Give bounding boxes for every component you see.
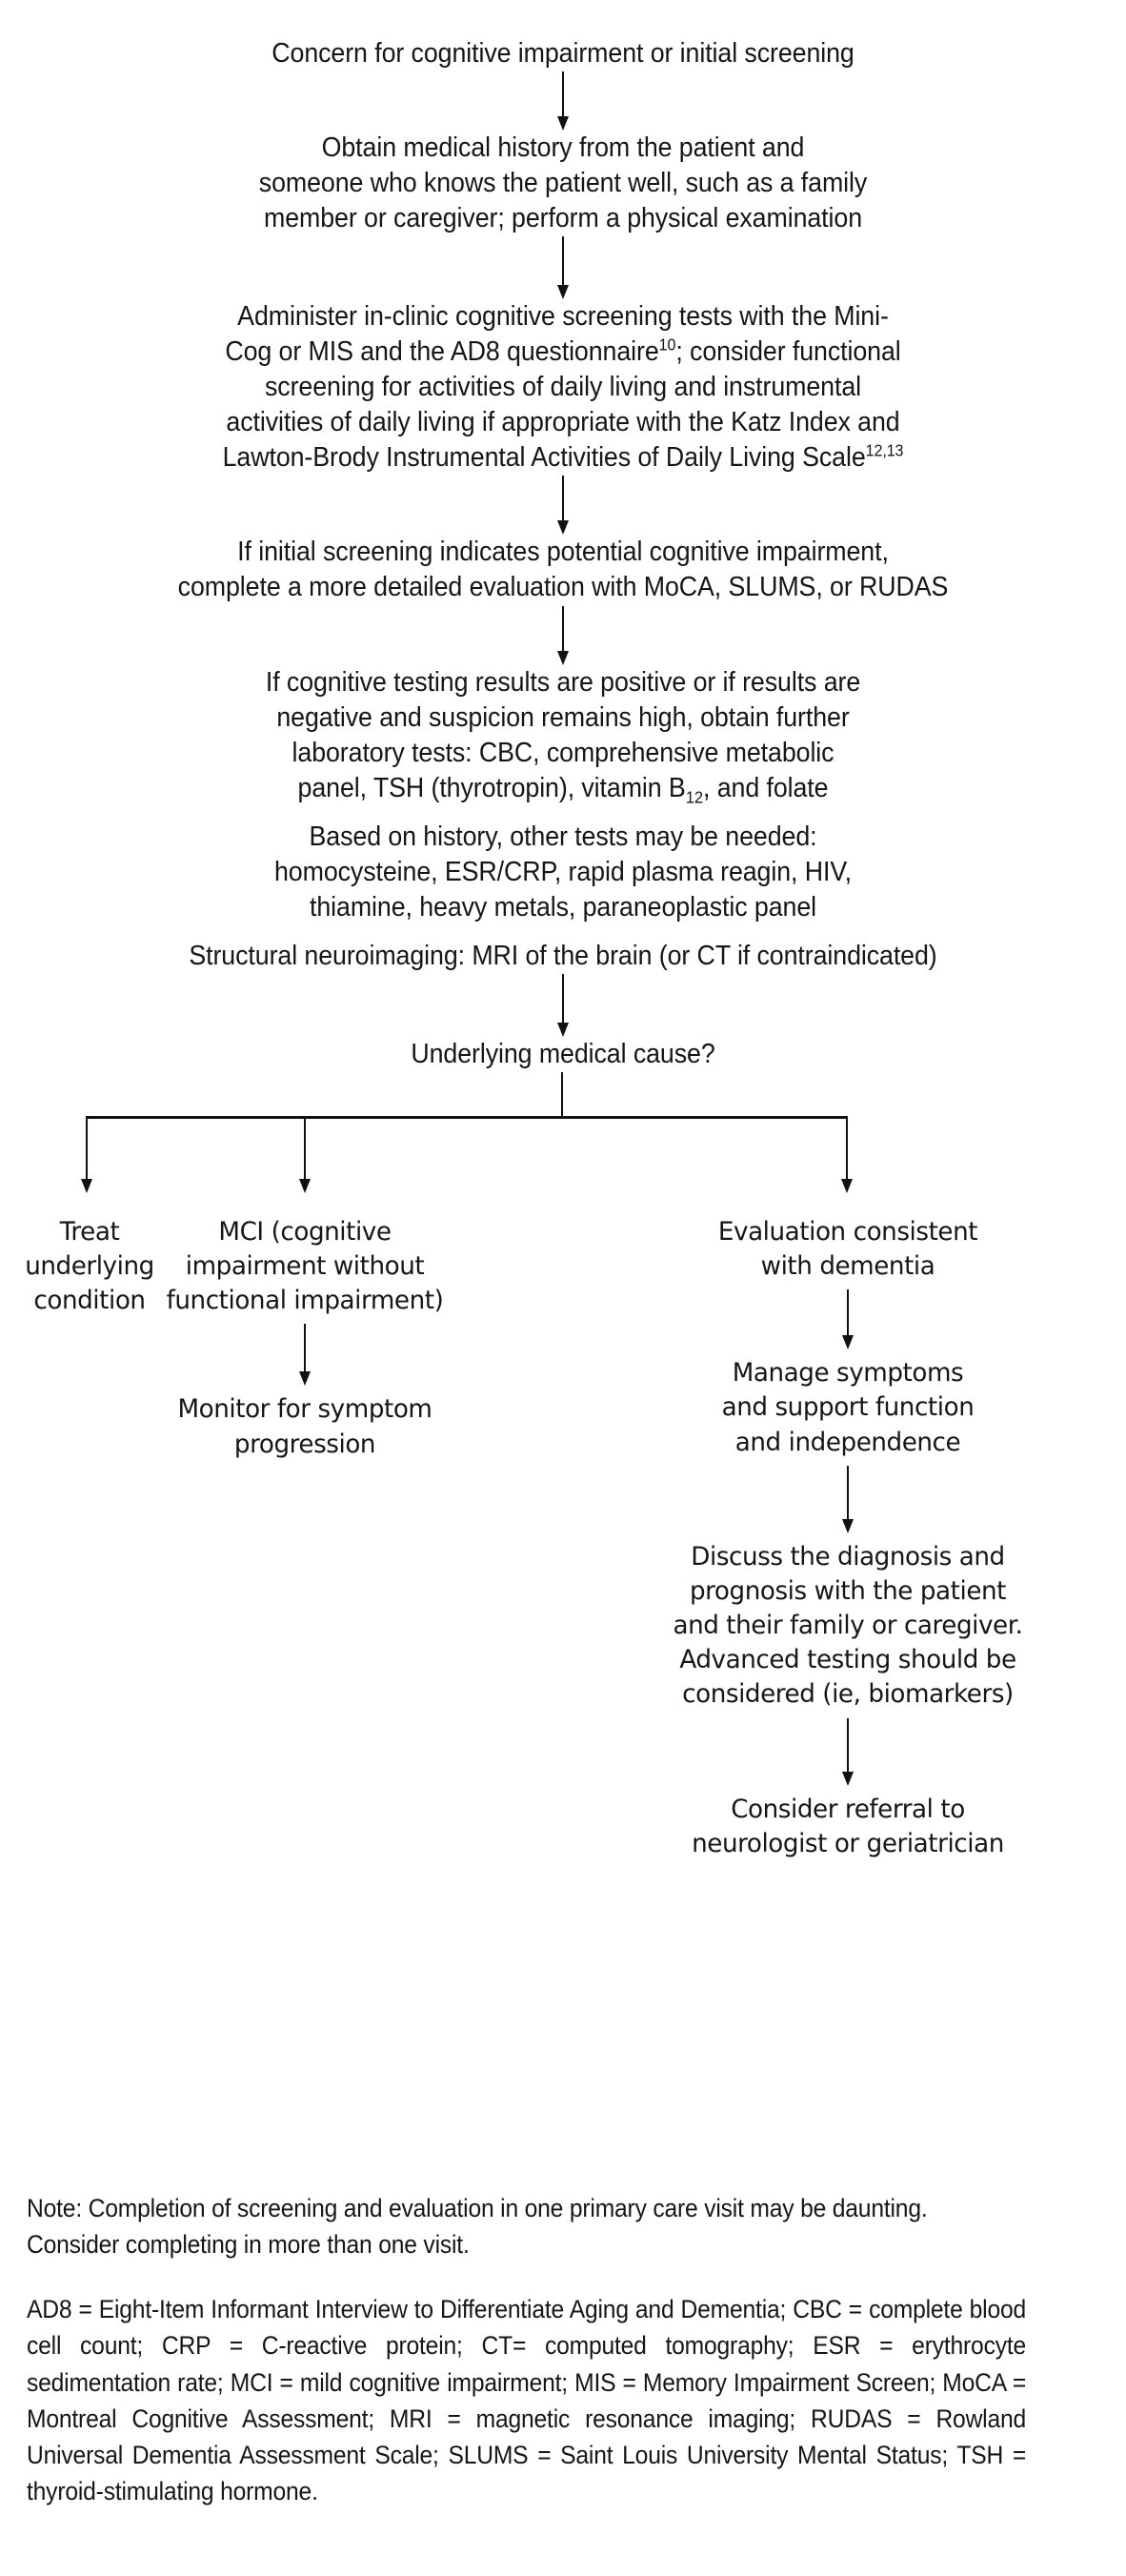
node-discuss-line-3: Advanced testing should be: [679, 1645, 1016, 1675]
connector-manage-to-discuss: [633, 1460, 1063, 1540]
node-labs-line-2: laboratory tests: CBC, comprehensive met…: [292, 737, 834, 768]
connector-history-to-screening: [0, 236, 1126, 300]
node-treat-line-0: Treat: [59, 1216, 120, 1247]
node-screening-line-1: Cog or MIS and the AD8 questionnaire10; …: [225, 335, 901, 368]
reference-superscript-ad8: 10: [658, 335, 676, 355]
node-monitor-line-0: Monitor for symptom: [177, 1394, 432, 1425]
node-referral-line-0: Consider referral to: [731, 1794, 965, 1824]
flowchart-trunk: Concern for cognitive impairment or init…: [0, 36, 1126, 1072]
node-labs-line-0: If cognitive testing results are positiv…: [265, 666, 861, 698]
node-decision-line-0: Underlying medical cause?: [411, 1038, 715, 1069]
node-discuss-line-4: considered (ie, biomarkers): [682, 1679, 1014, 1710]
branch-column-treat-underlying: Treat underlying condition: [6, 1215, 173, 1319]
node-discuss-line-2: and their family or caregiver.: [673, 1611, 1023, 1641]
branch-horizontal-bar: [86, 1115, 848, 1119]
node-concern: Concern for cognitive impairment or init…: [33, 36, 1092, 71]
node-manage-line-1: and support function: [721, 1392, 975, 1423]
branch-arrowhead-middle: [298, 1178, 311, 1193]
connector-evaluation-to-labs: [0, 605, 1126, 665]
branch-arrowhead-right: [840, 1178, 853, 1193]
flowchart: Concern for cognitive impairment or init…: [0, 36, 1126, 1997]
node-labs-line-3: panel, TSH (thyrotropin), vitamin B12, a…: [297, 772, 829, 807]
node-other-tests-line-1: homocysteine, ESR/CRP, rapid plasma reag…: [273, 856, 853, 887]
node-other-tests: Based on history, other tests may be nee…: [33, 820, 1092, 925]
node-treat-line-1: underlying: [25, 1251, 154, 1282]
node-screening-line-0: Administer in-clinic cognitive screening…: [237, 301, 889, 333]
node-mci-line-0: MCI (cognitive: [218, 1216, 392, 1247]
branch-drop-left: [86, 1115, 89, 1181]
branch-drop-right: [846, 1115, 849, 1181]
node-other-tests-line-0: Based on history, other tests may be nee…: [309, 821, 817, 852]
node-monitor-progression: Monitor for symptom progression: [148, 1392, 462, 1461]
figure-footnotes: Note: Completion of screening and evalua…: [27, 2190, 1026, 2509]
node-history-line-0: Obtain medical history from the patient …: [321, 132, 805, 164]
node-evaluation-dementia: Evaluation consistent with dementia: [639, 1215, 1056, 1284]
node-treat-underlying: Treat underlying condition: [9, 1215, 171, 1319]
node-monitor-line-1: progression: [233, 1429, 376, 1459]
node-discuss-line-1: prognosis with the patient: [689, 1575, 1007, 1606]
node-laboratory-tests: If cognitive testing results are positiv…: [33, 665, 1092, 806]
node-evaluation-line-0: If initial screening indicates potential…: [237, 537, 889, 568]
connector-neuroimaging-to-decision: [0, 973, 1126, 1037]
node-manage-symptoms: Manage symptoms and support function and…: [639, 1356, 1056, 1460]
branch-stem: [561, 1071, 564, 1118]
connector-dementia-to-manage: [633, 1284, 1063, 1356]
branch-split-connector: [0, 1071, 1126, 1215]
node-administer-screening: Administer in-clinic cognitive screening…: [33, 299, 1092, 476]
subscript-b12: 12: [685, 787, 704, 807]
footnote-note: Note: Completion of screening and evalua…: [27, 2194, 928, 2260]
node-other-tests-line-2: thiamine, heavy metals, paraneoplastic p…: [310, 891, 816, 923]
connector-discuss-to-referral: [633, 1713, 1063, 1793]
connector-mci-to-monitor: [143, 1318, 467, 1392]
branch-column-dementia: Evaluation consistent with dementia Mana…: [633, 1215, 1063, 1861]
branch-arrowhead-left: [80, 1178, 92, 1193]
node-mci-line-2: functional impairment): [166, 1286, 444, 1316]
node-consider-referral: Consider referral to neurologist or geri…: [639, 1793, 1056, 1861]
node-referral-line-1: neurologist or geriatrician: [692, 1828, 1004, 1858]
connector-screening-to-evaluation: [0, 476, 1126, 536]
connector-concern-to-history: [0, 71, 1126, 132]
branch-drop-middle: [304, 1115, 307, 1181]
node-detailed-evaluation: If initial screening indicates potential…: [33, 535, 1092, 605]
node-mci-line-1: impairment without: [185, 1251, 425, 1282]
node-decision-underlying-cause: Underlying medical cause?: [33, 1037, 1092, 1072]
node-discuss-diagnosis: Discuss the diagnosis and prognosis with…: [639, 1540, 1056, 1713]
node-concern-line-0: Concern for cognitive impairment or init…: [271, 38, 855, 69]
footnote-abbreviations: AD8 = Eight-Item Informant Interview to …: [27, 2295, 1027, 2506]
node-history: Obtain medical history from the patient …: [33, 131, 1092, 236]
node-screening-line-4: Lawton-Brody Instrumental Activities of …: [222, 441, 904, 474]
node-screening-line-2: screening for activities of daily living…: [264, 372, 862, 403]
node-manage-line-2: and independence: [734, 1427, 961, 1457]
node-history-line-2: member or caregiver; perform a physical …: [263, 203, 863, 234]
node-dementia-line-0: Evaluation consistent: [717, 1216, 978, 1247]
node-history-line-1: someone who knows the patient well, such…: [258, 168, 868, 199]
node-evaluation-line-1: complete a more detailed evaluation with…: [177, 572, 949, 603]
node-screening-line-3: activities of daily living if appropriat…: [226, 407, 900, 438]
node-treat-line-2: condition: [33, 1286, 146, 1316]
reference-superscript-scale: 12,13: [865, 441, 904, 460]
node-neuroimaging-line-0: Structural neuroimaging: MRI of the brai…: [189, 940, 937, 971]
node-labs-line-1: negative and suspicion remains high, obt…: [276, 701, 850, 733]
branch-column-mci: MCI (cognitive impairment without functi…: [143, 1215, 467, 1462]
node-mci: MCI (cognitive impairment without functi…: [148, 1215, 462, 1319]
node-manage-line-0: Manage symptoms: [732, 1358, 964, 1389]
node-neuroimaging: Structural neuroimaging: MRI of the brai…: [33, 939, 1092, 974]
branch-columns: Treat underlying condition MCI (cognitiv…: [0, 1215, 1126, 1997]
node-dementia-line-1: with dementia: [760, 1251, 935, 1282]
node-discuss-line-0: Discuss the diagnosis and: [691, 1541, 1005, 1572]
